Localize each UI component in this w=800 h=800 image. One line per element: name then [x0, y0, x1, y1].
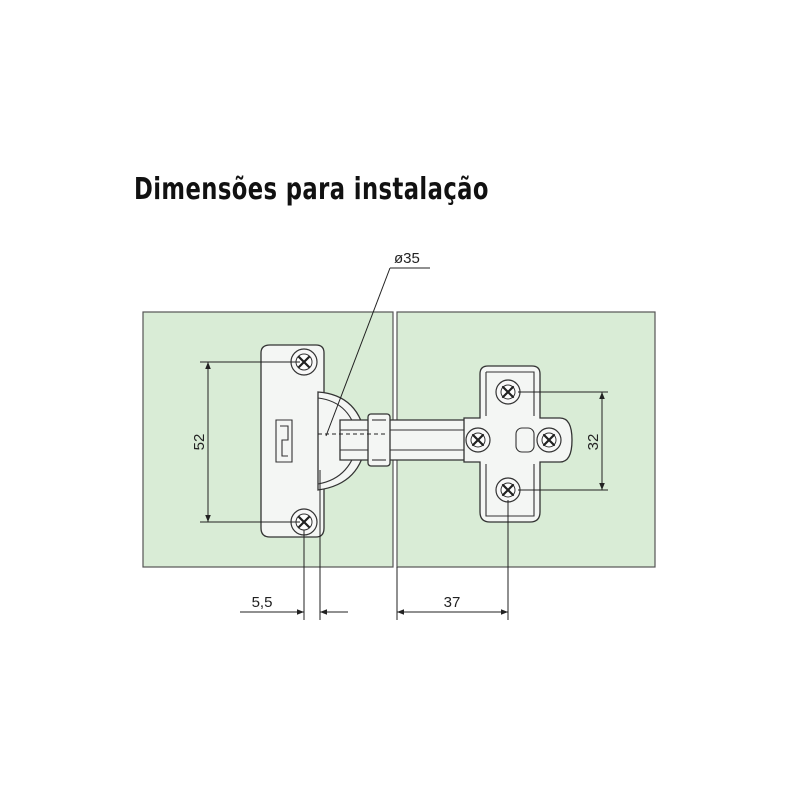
dimension-32-label: 32: [585, 434, 602, 451]
screw-icon: [290, 508, 318, 536]
screw-icon: [495, 379, 521, 405]
hinge-cup-plate: [260, 344, 367, 538]
mounting-plate: [463, 365, 573, 523]
dimension-37-label: 37: [444, 594, 461, 611]
dimension-52-label: 52: [191, 434, 208, 451]
dimension-cup-diameter: ø35: [318, 250, 430, 437]
page-title: Dimensões para instalação: [134, 172, 489, 207]
screw-icon: [536, 427, 562, 453]
dimension-52: 52: [191, 361, 300, 523]
hinge-arm: [339, 413, 471, 467]
screw-icon: [495, 477, 521, 503]
dimension-32: 32: [518, 391, 608, 491]
dimension-5-5: 5,5: [240, 470, 348, 620]
dimension-37: 37: [396, 500, 509, 620]
dimension-cup-diameter-label: ø35: [394, 250, 420, 267]
dimension-5-5-label: 5,5: [252, 594, 273, 611]
screw-icon: [465, 427, 491, 453]
